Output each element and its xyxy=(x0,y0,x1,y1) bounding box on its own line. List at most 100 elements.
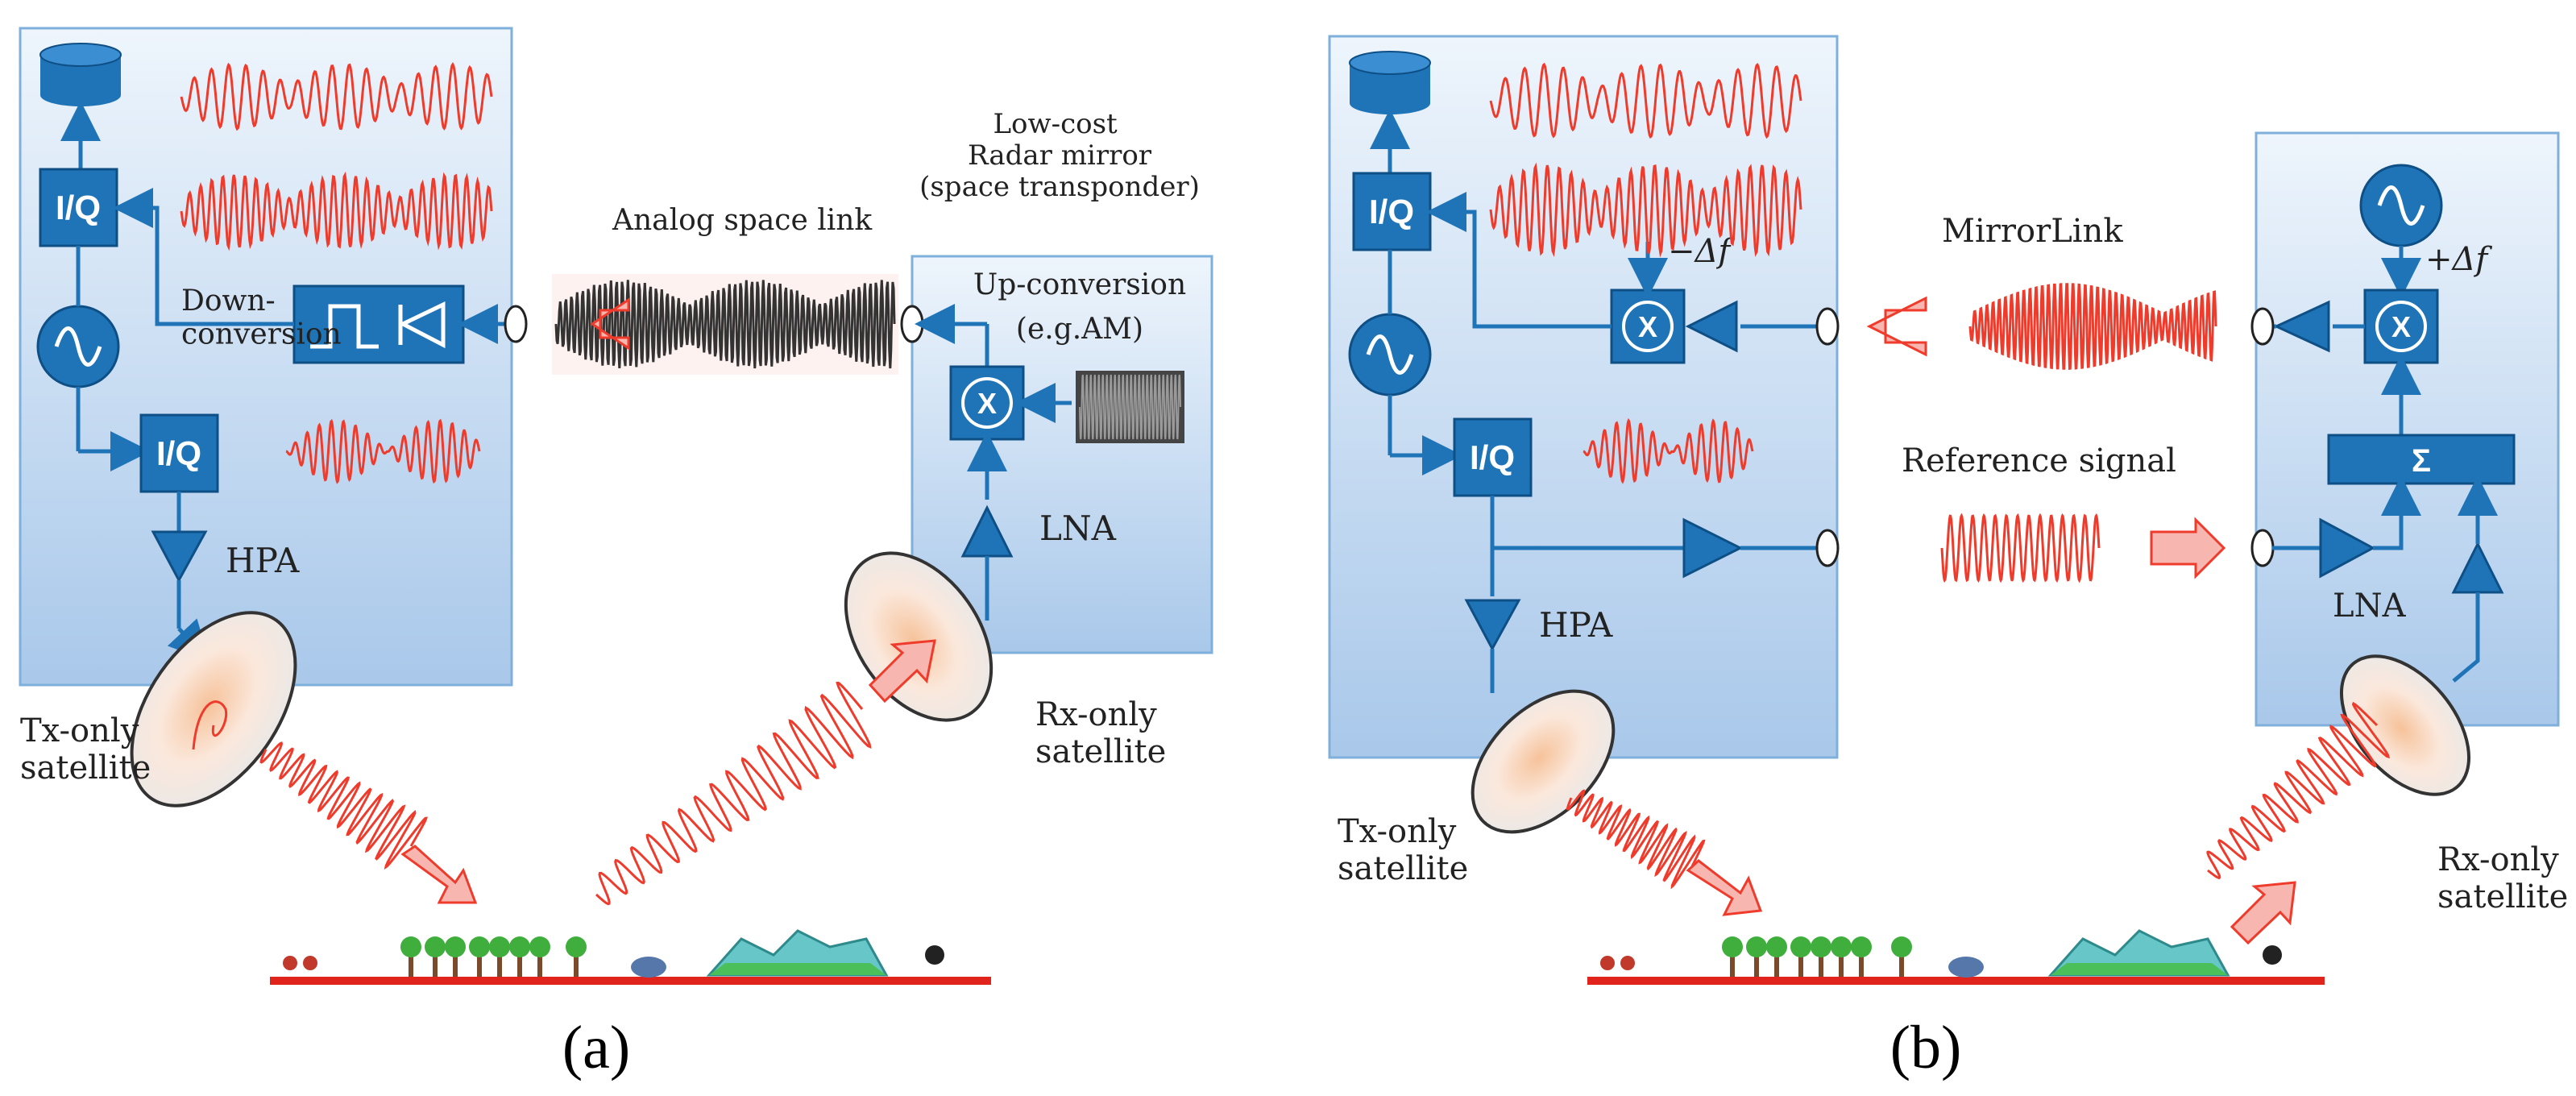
rx-port-a xyxy=(900,305,924,343)
tx-satellite-label-a: Tx-only satellite xyxy=(20,712,151,787)
tx-dish-a xyxy=(130,611,297,807)
caption-a: (a) xyxy=(562,1014,630,1081)
up-arrow-b xyxy=(2230,881,2296,945)
up-arrow-a xyxy=(868,639,936,704)
tree-icon xyxy=(1766,936,1787,957)
mixer-symbol: X xyxy=(977,387,997,420)
storage-icon-b xyxy=(1349,51,1431,114)
plus-delta-f-label: +Δf xyxy=(2425,241,2492,278)
tree-icon xyxy=(1722,936,1743,957)
hpa-amplifier-icon xyxy=(151,530,208,583)
tree-icon xyxy=(489,936,510,957)
reference-wave xyxy=(1940,513,2101,583)
caption-b: (b) xyxy=(1890,1014,1962,1081)
hpa-amplifier-icon-b xyxy=(1464,599,1521,652)
tree-trunk xyxy=(537,955,542,977)
reference-lna-icon xyxy=(2319,517,2376,579)
tree-trunk xyxy=(1819,955,1823,977)
lna-tx-icon-b xyxy=(1685,300,1738,353)
reference-amplifier-icon xyxy=(1682,517,1744,579)
hpa-label: HPA xyxy=(226,541,300,580)
tree-icon xyxy=(1891,936,1912,957)
modulation-label: (e.g.AM) xyxy=(1016,313,1143,346)
tree-trunk xyxy=(1859,955,1864,977)
lna-label-b: LNA xyxy=(2333,587,2407,625)
iq-label: I/Q xyxy=(1369,193,1414,230)
tree-icon xyxy=(469,936,490,957)
tx-box-b xyxy=(1328,35,1839,759)
waveform-middle-a xyxy=(180,171,493,251)
storage-icon xyxy=(39,43,122,106)
tree-trunk xyxy=(477,955,482,977)
tree-trunk xyxy=(517,955,522,977)
iq-block-bottom-a xyxy=(139,413,219,493)
waveform-top-b xyxy=(1489,62,1802,139)
tx-amp-rx-b-icon xyxy=(2273,300,2330,353)
ground-scene-b xyxy=(1587,929,2325,985)
tree-trunk xyxy=(574,955,579,977)
lna-label-a: LNA xyxy=(1039,509,1117,548)
tree-icon xyxy=(1851,936,1872,957)
tree-icon xyxy=(445,936,466,957)
tree-icon xyxy=(509,936,530,957)
iq-label: I/Q xyxy=(156,434,201,472)
tx-beam-a xyxy=(259,741,428,870)
mirrorlink-label: MirrorLink xyxy=(1942,213,2123,250)
mirrorlink-port-rx xyxy=(2250,307,2275,346)
reference-port-tx xyxy=(1815,529,1840,567)
reference-port-rx xyxy=(2250,529,2275,567)
tx-beam-b xyxy=(1566,789,1706,890)
iq-label: I/Q xyxy=(1470,438,1515,476)
tree-icon xyxy=(1831,936,1852,957)
panel-b: I/Q I/Q HPA X −Δf Tx-only s xyxy=(1328,35,2569,1081)
waveform-middle-b xyxy=(1489,162,1802,258)
tree-trunk xyxy=(1730,955,1735,977)
tree-icon xyxy=(529,936,550,957)
tree-trunk xyxy=(409,955,413,977)
tree-icon xyxy=(425,936,446,957)
reference-signal-label: Reference signal xyxy=(1902,442,2176,480)
tree-trunk xyxy=(1798,955,1803,977)
tree-icon xyxy=(400,936,421,957)
waveform-lower-b xyxy=(1583,417,1754,484)
rx-beam-b xyxy=(2206,701,2391,880)
sum-symbol: Σ xyxy=(2412,443,2431,479)
iq-block-bottom-b xyxy=(1453,417,1533,497)
analog-link-wave xyxy=(554,280,896,369)
rx-satellite-label-a: Rx-only satellite xyxy=(1035,696,1167,770)
tree-trunk xyxy=(1774,955,1779,977)
tree-icon xyxy=(1746,936,1767,957)
tree-trunk xyxy=(453,955,458,977)
reference-arrow xyxy=(2150,517,2226,579)
minus-delta-f-label: −Δf xyxy=(1668,233,1735,270)
carrier-wave-a xyxy=(1079,374,1181,440)
tree-icon xyxy=(1811,936,1831,957)
tx-satellite-label-b: Tx-only satellite xyxy=(1338,813,1468,887)
antenna-port-a xyxy=(504,305,528,343)
rx-beam-a xyxy=(595,681,872,906)
down-arrow-b xyxy=(1686,859,1763,916)
tree-trunk xyxy=(1899,955,1904,977)
hpa-label-b: HPA xyxy=(1539,605,1613,645)
analog-link-label: Analog space link xyxy=(612,204,873,237)
mixer-symbol: X xyxy=(2391,310,2411,343)
iq-block-top-a xyxy=(39,168,118,247)
mirrorlink-arrow xyxy=(1866,296,1927,357)
down-arrow-a xyxy=(400,845,478,904)
rx-satellite-label-b: Rx-only satellite xyxy=(2437,841,2569,915)
ground-scene-a xyxy=(270,929,991,985)
waveform-lower-a xyxy=(285,418,481,484)
link-arrow-a xyxy=(590,297,630,351)
panel-a: I/Q I/Q HPA Down- conversion xyxy=(19,27,1213,1081)
tree-trunk xyxy=(1754,955,1759,977)
waveform-top-a xyxy=(180,62,493,131)
tree-trunk xyxy=(1839,955,1844,977)
tree-trunk xyxy=(497,955,502,977)
mirror-title: Low-cost Radar mirror(space transponder) xyxy=(919,108,1200,203)
tree-icon xyxy=(1790,936,1811,957)
tree-trunk xyxy=(433,955,438,977)
tree-icon xyxy=(566,936,587,957)
mixer-symbol: X xyxy=(1638,310,1657,343)
upconversion-label: Up-conversion xyxy=(973,268,1186,301)
